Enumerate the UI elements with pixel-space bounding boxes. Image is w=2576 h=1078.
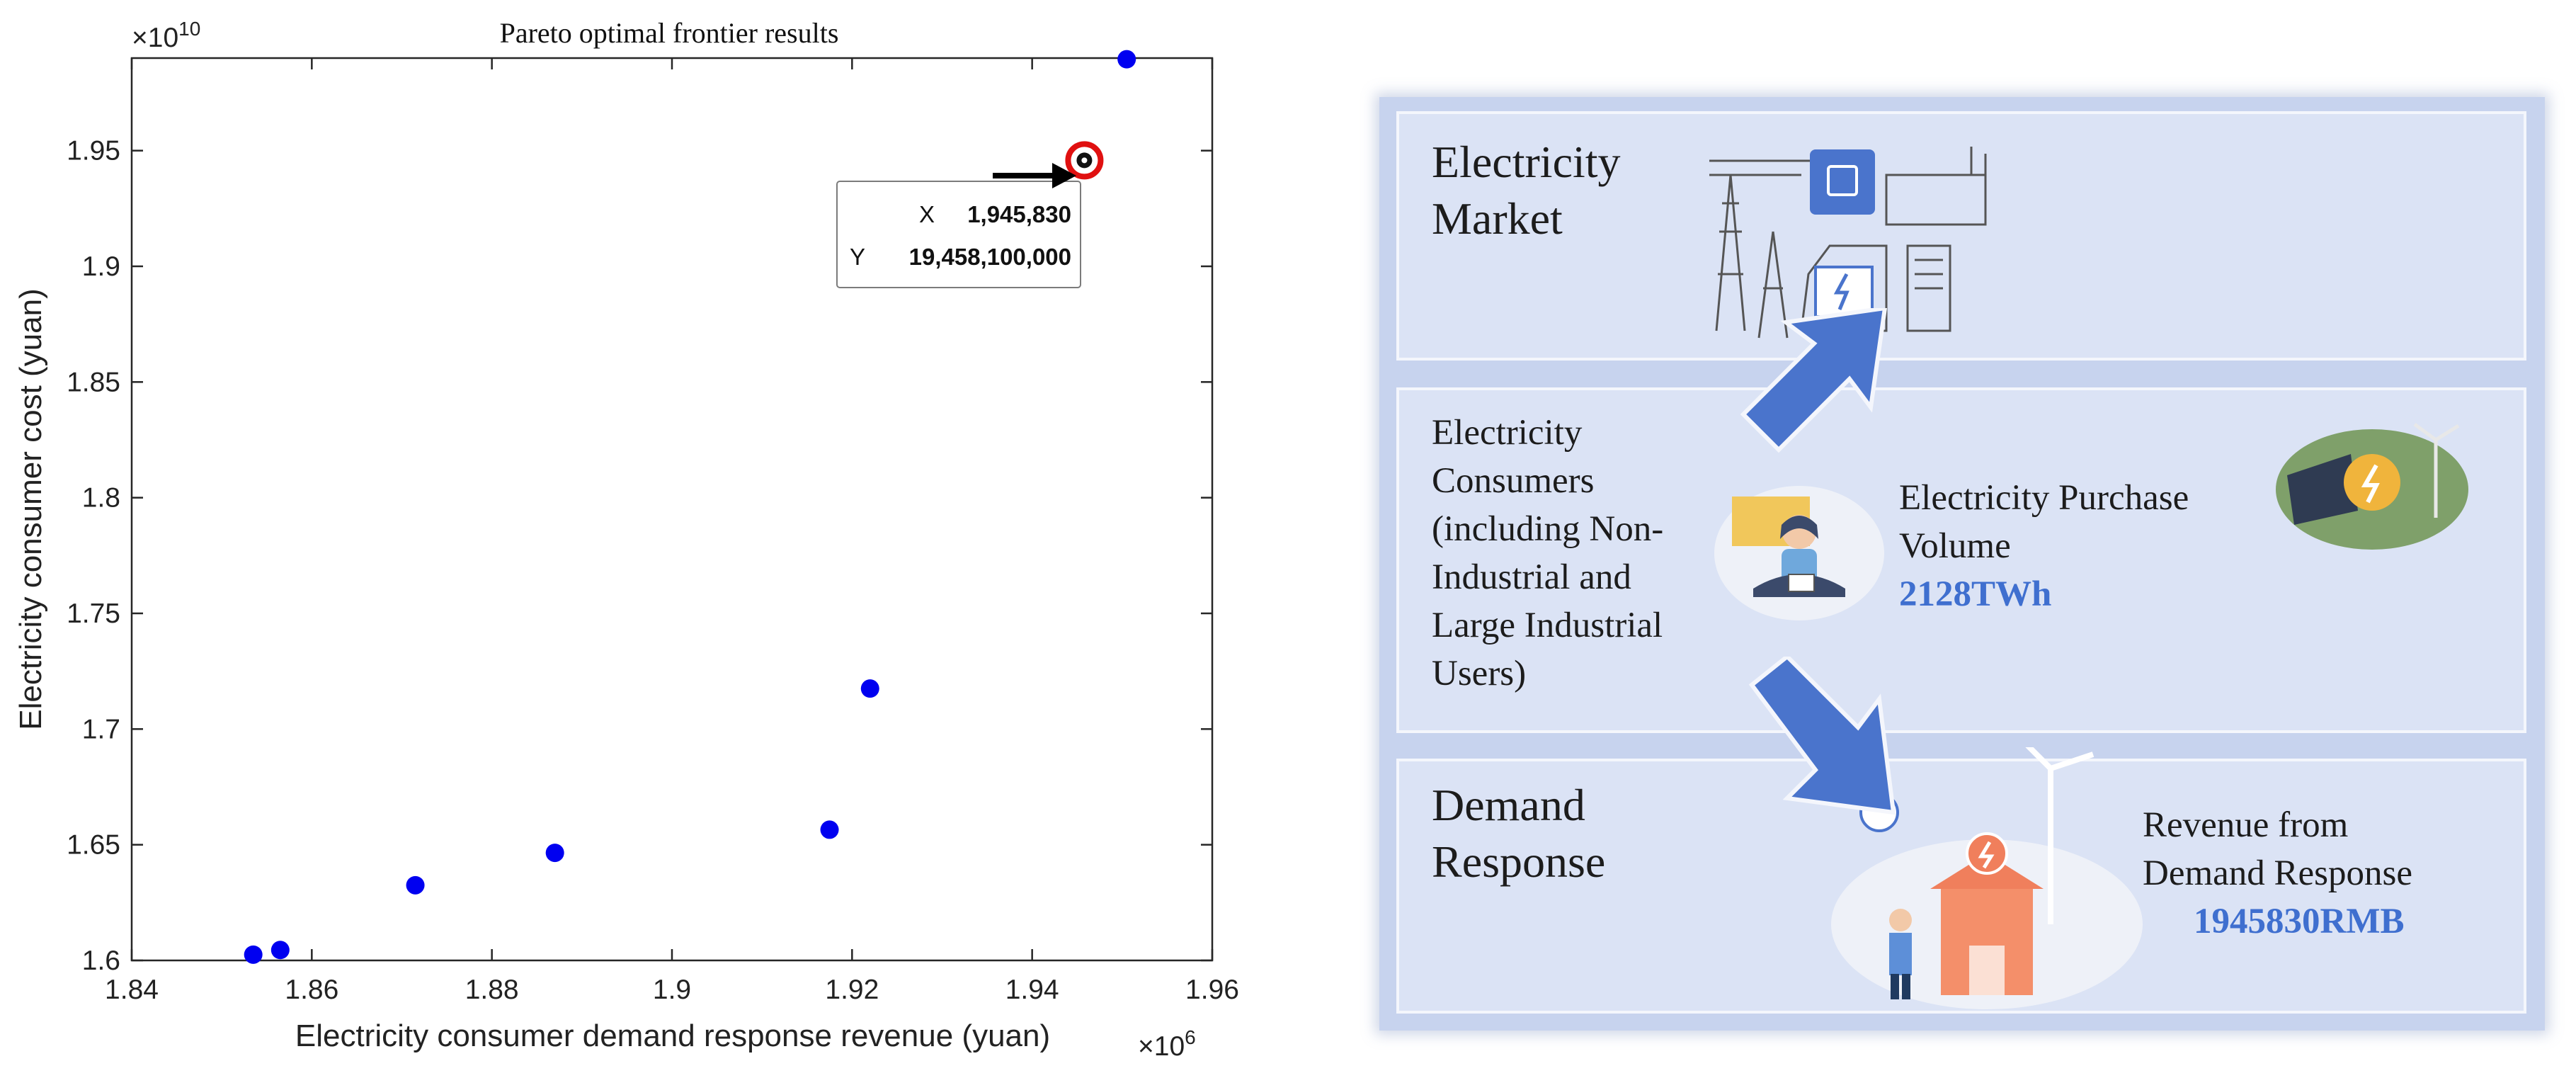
panel-demand-response: Demand Response Revenue from Demand Resp… [1396,747,2526,1014]
y-tick-label: 1.7 [82,714,120,744]
highlight-marker [1065,141,1104,180]
purchase-label-line2: Volume [1899,526,2011,566]
demand-title: Demand Response [1432,777,1605,890]
x-tick-label: 1.92 [825,975,879,1005]
panel-electricity-market: Electricity Market [1396,111,2526,361]
x-tick-label: 1.88 [465,975,519,1005]
market-title: Electricity Market [1432,134,1621,247]
scatter-point[interactable] [545,844,564,863]
purchase-label-line1: Electricity Purchase [1899,478,2189,518]
datatip-box [836,181,1081,288]
consumers-line: Electricity [1432,413,1583,453]
power-grid-illustration-icon [1709,147,1987,339]
x-tick-label: 1.86 [285,975,338,1005]
consumers-line: Large Industrial [1432,606,1663,645]
demand-title-line1: Demand [1432,780,1585,830]
revenue-value: 1945830RMB [2194,902,2405,941]
scatter-point[interactable] [820,820,839,839]
y-tick-label: 1.6 [82,946,120,976]
scatter-point[interactable] [860,679,879,698]
renewable-energy-bulb-icon [2276,422,2468,550]
datatip-y-value: 19,458,100,000 [909,244,1071,270]
consumers-description: Electricity Consumers (including Non- In… [1432,409,1663,698]
market-title-line1: Electricity [1432,137,1621,187]
arrow-icon [993,163,1076,188]
scatter-point[interactable] [244,945,263,964]
x-tick-label: 1.96 [1185,975,1239,1005]
revenue-label-line2: Demand Response [2143,853,2413,893]
infographic: Electricity Market Electricity [1379,97,2545,1031]
x-tick-label: 1.84 [105,975,159,1005]
y-tick-label: 1.85 [67,367,120,397]
x-exponent-label: ×106 [1138,1026,1196,1062]
consumers-line: Industrial and [1432,557,1631,597]
y-tick-label: 1.9 [82,251,120,282]
arrow-down-right-icon [1748,657,1896,815]
y-tick-label: 1.75 [67,598,120,629]
x-axis: 1.84 1.86 1.88 1.9 1.92 1.94 1.96 [105,58,1239,1005]
consumer-laptop-illustration-icon [1714,486,1884,620]
y-tick-label: 1.65 [67,830,120,861]
datatip[interactable]: X 1,945,830 Y 19,458,100,000 [836,181,1081,288]
datatip-x-value: 1,945,830 [967,201,1071,227]
revenue-block: Revenue from Demand Response 1945830RMB [2143,801,2412,946]
pareto-scatter-chart: Pareto optimal frontier results ×1010 1.… [13,17,1239,1062]
consumers-line: Users) [1432,654,1527,693]
y-tick-label: 1.95 [67,136,120,166]
consumers-line: Consumers [1432,461,1595,501]
demand-response-building-illustration-icon [1831,747,2143,1009]
datatip-x-label: X [919,201,935,227]
purchase-value: 2128TWh [1899,574,2052,614]
consumers-line: (including Non- [1432,509,1664,549]
x-axis-label: Electricity consumer demand response rev… [295,1019,1050,1053]
y-axis-label: Electricity consumer cost (yuan) [13,288,48,730]
x-tick-label: 1.94 [1005,975,1059,1005]
market-title-line2: Market [1432,193,1563,244]
scatter-point[interactable] [1117,50,1136,69]
chart-title: Pareto optimal frontier results [500,17,839,49]
x-tick-label: 1.9 [653,975,691,1005]
datatip-y-label: Y [850,244,865,270]
arrow-up-right-icon [1740,308,1888,453]
purchase-volume-block: Electricity Purchase Volume 2128TWh [1899,474,2189,618]
panel-electricity-consumers: Electricity Consumers (including Non- In… [1396,387,2526,733]
highlight-point-center [1081,157,1088,164]
scatter-point[interactable] [406,875,425,895]
demand-title-line2: Response [1432,836,1606,887]
y-exponent-label: ×1010 [132,18,200,53]
revenue-label-line1: Revenue from [2143,805,2349,845]
data-points [244,50,1136,964]
y-tick-label: 1.8 [82,483,120,514]
y-axis: 1.6 1.65 1.7 1.75 1.8 1.85 1.9 1.95 [67,136,1212,976]
scatter-point[interactable] [270,941,290,960]
